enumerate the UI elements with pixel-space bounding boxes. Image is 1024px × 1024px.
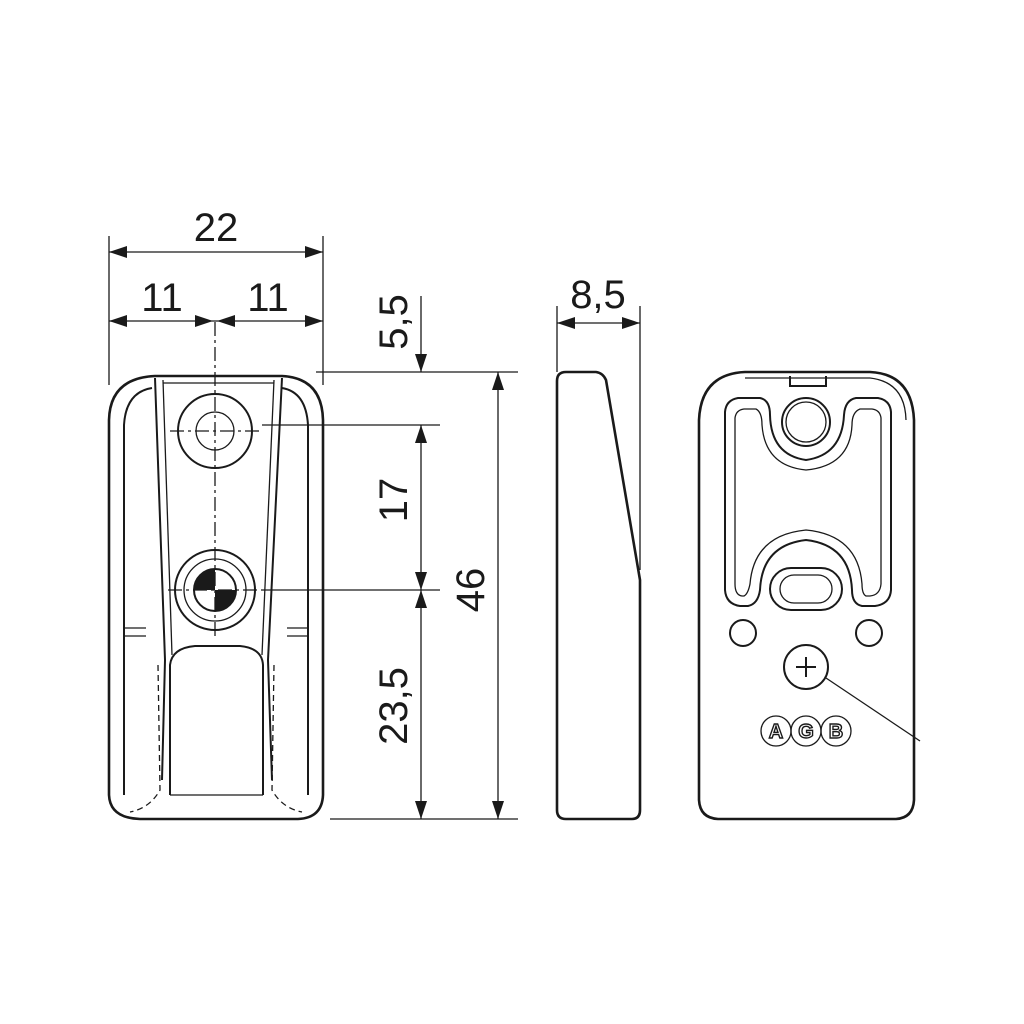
front-view [107, 322, 325, 821]
back-view: A G B [697, 370, 921, 821]
dimension-lines [108, 236, 641, 820]
front-hidden-line-right [271, 664, 303, 813]
front-view-outline [107, 374, 325, 821]
back-top-hole [781, 397, 831, 447]
agb-logo-letter-a: A [769, 721, 783, 743]
back-top-notch [789, 376, 827, 387]
front-channel-right [266, 377, 283, 781]
dim-17-label: 17 [372, 478, 416, 523]
front-hidden-line-left [129, 664, 161, 813]
dim-11-left-label: 11 [141, 276, 183, 320]
front-channel-left-inner [162, 379, 173, 656]
back-top-hole-inner [785, 401, 827, 443]
dim-11-right-label: 11 [247, 276, 289, 320]
front-lower-pocket [169, 645, 264, 795]
front-channel-right-inner [261, 379, 275, 656]
agb-logo: A G B [760, 715, 852, 747]
dim-46-label: 46 [449, 568, 493, 613]
back-right-small-hole [855, 619, 883, 647]
back-slot-inner [779, 574, 833, 604]
front-inner-wall-right [281, 387, 309, 795]
leader-line [825, 677, 921, 742]
back-inner-frame-inset [734, 408, 882, 597]
dim-8-5-label: 8,5 [570, 273, 626, 317]
agb-logo-letter-b: B [829, 721, 843, 743]
back-left-small-hole [729, 619, 757, 647]
agb-logo-letter-g: G [798, 721, 814, 743]
dim-23-5-label: 23,5 [372, 667, 416, 745]
side-view [555, 370, 642, 821]
center-mark-icon [194, 569, 215, 590]
side-view-outline [555, 370, 642, 821]
front-inner-wall-left [123, 387, 153, 795]
back-top-recess [745, 377, 907, 421]
plus-icon [783, 644, 829, 690]
dim-22-label: 22 [194, 206, 239, 250]
front-channel-left [154, 377, 167, 781]
dim-5-5-label: 5,5 [372, 294, 416, 350]
back-slot [769, 567, 843, 611]
back-inner-frame [724, 397, 892, 607]
back-view-outline [697, 370, 916, 821]
